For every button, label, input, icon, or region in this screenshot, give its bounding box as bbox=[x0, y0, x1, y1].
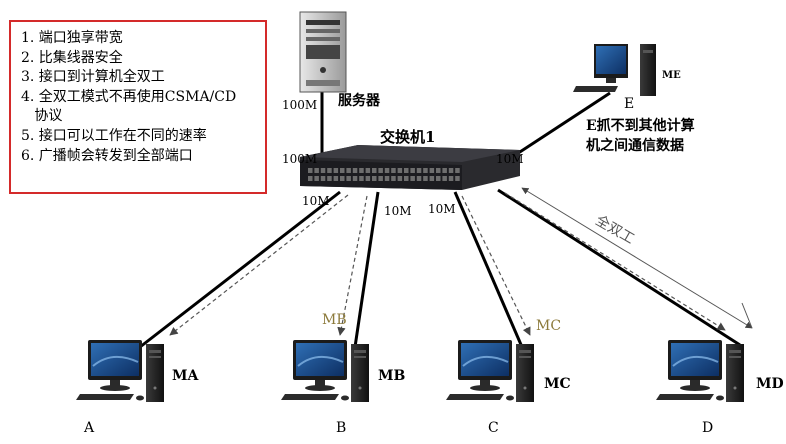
duplex-arrow bbox=[521, 187, 753, 329]
host-a-tag: MA bbox=[172, 368, 199, 384]
frame-arrow-a bbox=[169, 194, 349, 336]
feature-item-1: 1. 端口独享带宽 bbox=[21, 30, 123, 46]
computer-d-icon bbox=[655, 339, 745, 403]
cable-a bbox=[139, 190, 341, 349]
feature-item-6: 6. 广播帧会转发到全部端口 bbox=[21, 147, 193, 164]
frame-label-mc: MC bbox=[536, 318, 562, 334]
cable-b bbox=[353, 191, 380, 348]
server-speed-bottom: 100M bbox=[282, 152, 318, 166]
feature-item-4: 4. 全双工模式不再使用CSMA/CD 协议 bbox=[21, 88, 237, 125]
feature-item-3: 3. 接口到计算机全双工 bbox=[21, 69, 165, 86]
frame-arrow-c bbox=[461, 195, 531, 336]
port-c-speed: 10M bbox=[428, 202, 456, 216]
cable-d bbox=[497, 188, 741, 347]
computer-b-icon bbox=[280, 339, 370, 403]
server-label: 服务器 bbox=[338, 93, 380, 109]
host-c-tag: MC bbox=[544, 376, 571, 392]
port-b-speed: 10M bbox=[384, 204, 412, 218]
frame-arrow-d bbox=[504, 192, 726, 331]
host-a-letter: A bbox=[84, 420, 95, 436]
computer-a-icon bbox=[75, 339, 165, 403]
feature-list-box: 1. 端口独享带宽 2. 比集线器安全 3. 接口到计算机全双工 4. 全双工模… bbox=[9, 20, 267, 194]
frame-arrow-b bbox=[337, 195, 368, 336]
host-e-letter: E bbox=[624, 96, 635, 112]
duplex-tick bbox=[741, 302, 753, 329]
computer-e-icon bbox=[573, 44, 656, 96]
feature-item-2: 2. 比集线器安全 bbox=[21, 49, 123, 66]
feature-item-5: 5. 接口可以工作在不同的速率 bbox=[21, 127, 207, 144]
computer-c-icon bbox=[445, 339, 535, 403]
host-d-letter: D bbox=[702, 420, 714, 436]
host-b-tag: MB bbox=[378, 368, 406, 384]
server-icon bbox=[299, 11, 347, 93]
host-d-tag: MD bbox=[756, 376, 784, 392]
cable-c bbox=[453, 191, 524, 348]
host-c-letter: C bbox=[488, 420, 499, 436]
port-e-speed: 10M bbox=[496, 152, 524, 166]
frame-label-mb: MB bbox=[322, 312, 347, 328]
port-a-speed: 10M bbox=[302, 194, 330, 208]
host-b-letter: B bbox=[336, 420, 347, 436]
switch-icon bbox=[300, 145, 520, 190]
switch-label: 交换机1 bbox=[380, 128, 436, 146]
host-e-tag: ME bbox=[662, 70, 681, 81]
server-speed-top: 100M bbox=[282, 98, 318, 112]
host-e-note: E抓不到其他计算 机之间通信数据 bbox=[586, 118, 695, 154]
